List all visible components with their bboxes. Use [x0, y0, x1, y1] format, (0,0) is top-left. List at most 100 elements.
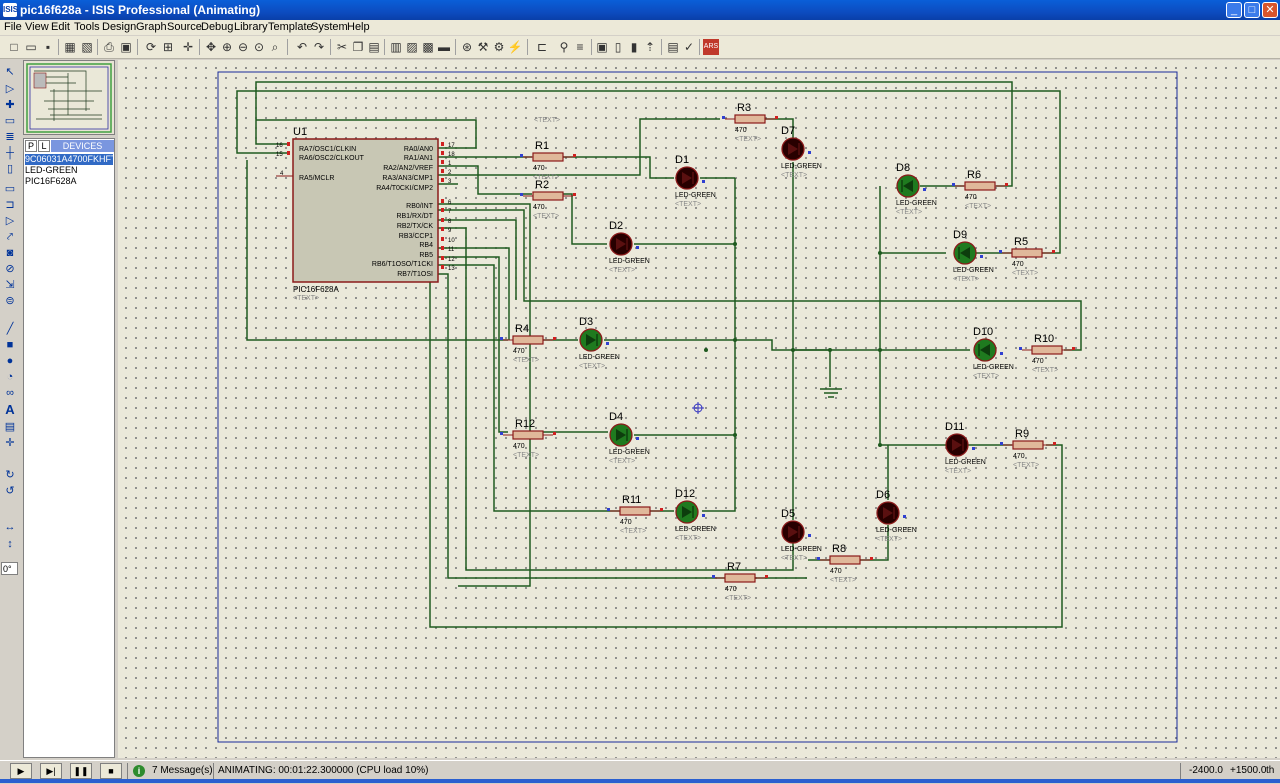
paste-icon[interactable]: ▤ [368, 40, 380, 54]
device-list-item[interactable]: LED-GREEN [25, 165, 78, 175]
current-probe-icon[interactable]: ⇲ [5, 279, 15, 291]
selection-mode-icon[interactable]: ↖ [5, 66, 15, 78]
packaging-tool-icon[interactable]: ⚙ [493, 40, 505, 54]
pan-icon[interactable]: ✥ [205, 40, 217, 54]
decompose-icon[interactable]: ⚡ [507, 40, 523, 54]
wire-autorouter-icon[interactable]: ⊏ [536, 40, 548, 54]
menu-source[interactable]: Source [167, 21, 202, 33]
generator-icon[interactable]: ◙ [6, 247, 14, 259]
symbol-tool-icon[interactable]: ▤ [4, 421, 16, 433]
remove-sheet-icon[interactable]: ▮ [630, 40, 638, 54]
bill-of-materials-icon[interactable]: ▤ [667, 40, 679, 54]
menu-tools[interactable]: Tools [74, 21, 100, 33]
menu-library[interactable]: Library [234, 21, 268, 33]
tape-recorder-icon[interactable]: ⤤ [6, 231, 14, 243]
maximize-button[interactable]: □ [1244, 2, 1260, 18]
schematic-canvas[interactable]: <TEXT> U1 PIC16F628A <TEXT> RA7/OSC1/CLK… [118, 60, 1280, 758]
property-tool-icon[interactable]: ≡ [576, 40, 584, 54]
block-delete-icon[interactable]: ▬ [438, 40, 450, 54]
save-file-icon[interactable]: ▪ [45, 40, 51, 54]
goto-parent-icon[interactable]: ⇡ [644, 40, 656, 54]
design-explorer-icon[interactable]: ▣ [596, 40, 608, 54]
virtual-instruments-icon[interactable]: ⊜ [5, 295, 15, 307]
zoom-area-icon[interactable]: ⌕ [271, 40, 279, 54]
cut-icon[interactable]: ✂ [336, 40, 348, 54]
netlist-to-ares-icon[interactable]: ARS [703, 39, 719, 55]
copy-icon[interactable]: ❐ [352, 40, 364, 54]
pick-device-icon[interactable]: ⊛ [461, 40, 473, 54]
menu-help[interactable]: Help [347, 21, 370, 33]
print-area-icon[interactable]: ▣ [120, 40, 132, 54]
zoom-in-icon[interactable]: ⊕ [221, 40, 233, 54]
rotation-angle-field[interactable]: 0° [1, 562, 18, 575]
make-device-icon[interactable]: ⚒ [477, 40, 489, 54]
wire-label-icon[interactable]: ▭ [4, 115, 16, 127]
mirror-y-icon[interactable]: ↕ [7, 538, 13, 550]
path-tool-icon[interactable]: ∞ [6, 387, 14, 399]
undo-icon[interactable]: ↶ [296, 40, 308, 54]
junction-dot-icon[interactable]: ✚ [5, 99, 15, 111]
close-button[interactable]: ✕ [1262, 2, 1278, 18]
new-file-icon[interactable]: □ [10, 40, 18, 54]
refresh-icon[interactable]: ⟳ [145, 40, 157, 54]
minimize-button[interactable]: _ [1226, 2, 1242, 18]
redo-icon[interactable]: ↷ [313, 40, 325, 54]
library-manager-button[interactable]: L [38, 140, 50, 152]
block-rotate-icon[interactable]: ▩ [422, 40, 434, 54]
zoom-all-icon[interactable]: ⊙ [253, 40, 265, 54]
message-count[interactable]: 7 Message(s) [152, 765, 213, 776]
menu-edit[interactable]: Edit [51, 21, 70, 33]
overview-window[interactable] [23, 60, 115, 135]
arc-tool-icon[interactable]: ◔ [6, 371, 14, 383]
search-tag-icon[interactable]: ⚲ [559, 40, 569, 54]
play-button[interactable]: ▶ [10, 763, 32, 779]
menu-system[interactable]: System [311, 21, 348, 33]
menu-debug[interactable]: Debug [201, 21, 234, 33]
origin-icon[interactable]: ✛ [182, 40, 194, 54]
info-icon[interactable]: i [133, 765, 145, 777]
menu-view[interactable]: View [25, 21, 49, 33]
block-copy-icon[interactable]: ▥ [390, 40, 402, 54]
device-pins-icon[interactable]: ⊐ [5, 199, 15, 211]
menu-design[interactable]: Design [102, 21, 137, 33]
print-icon[interactable]: ⎙ [104, 40, 114, 54]
marker-tool-icon[interactable]: ✛ [5, 437, 15, 449]
new-sheet-icon[interactable]: ▯ [614, 40, 622, 54]
graph-mode-icon[interactable]: ▷ [5, 215, 15, 227]
device-list-item[interactable]: 9C06031A4700FKHFT [25, 154, 113, 165]
menu-file[interactable]: File [4, 21, 22, 33]
box-tool-icon[interactable]: ■ [6, 339, 14, 351]
menu-graph[interactable]: Graph [136, 21, 167, 33]
mirror-x-icon[interactable]: ↔ [4, 521, 16, 533]
terminals-icon[interactable]: ▭ [4, 183, 16, 195]
open-file-icon[interactable]: ▭ [25, 40, 37, 54]
rotate-clockwise-icon[interactable]: ↻ [5, 469, 15, 481]
line-tool-icon[interactable]: ╱ [6, 323, 14, 335]
electrical-rule-check-icon[interactable]: ✓ [683, 40, 695, 54]
zoom-out-icon[interactable]: ⊖ [237, 40, 249, 54]
rotate-anticlockwise-icon[interactable]: ↺ [5, 485, 15, 497]
pick-devices-button[interactable]: P [25, 140, 37, 152]
text-script-icon[interactable]: ≣ [5, 131, 15, 143]
